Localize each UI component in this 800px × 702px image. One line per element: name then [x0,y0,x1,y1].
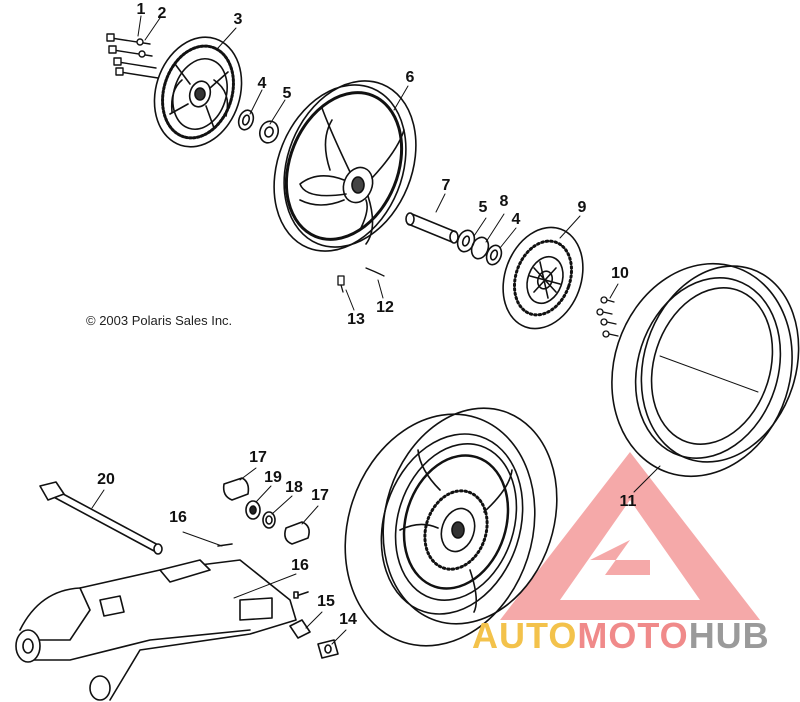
callout-11: 11 [619,493,637,510]
hub-bolts [106,33,159,79]
watermark-part-auto: AUTO [472,615,578,656]
callout-17a: 17 [249,449,267,466]
callout-4b: 4 [511,211,521,228]
callout-9: 9 [577,199,587,216]
copyright-notice: © 2003 Polaris Sales Inc. [86,313,233,328]
adjuster-parts [289,591,339,659]
bearing-upper [237,109,280,144]
pivot-bushings [217,477,310,547]
callout-17b: 17 [311,487,329,504]
callout-20: 20 [97,471,115,488]
callout-8: 8 [499,193,509,210]
axle-spacer [405,212,459,244]
bearing-lower [456,229,503,266]
callout-13: 13 [347,311,365,328]
valve-stem [337,267,385,293]
assembled-wheel [344,407,558,647]
callout-7: 7 [441,177,451,194]
callout-6: 6 [405,69,415,86]
callout-5b: 5 [478,199,488,216]
watermark-part-moto: MOTO [577,615,689,656]
callout-18: 18 [285,479,303,496]
watermark-brand: AUTOMOTOHUB [472,618,770,654]
callout-14: 14 [339,611,357,628]
callout-2: 2 [157,5,167,22]
drive-pulley [153,36,243,148]
callout-19: 19 [264,469,282,486]
rear-tire [611,262,800,478]
callout-12: 12 [376,299,394,316]
rear-wheel-rim [273,80,417,252]
callout-4a: 4 [257,75,267,92]
disc-bolts [596,296,619,338]
callout-16a: 16 [169,509,187,526]
brake-disc [502,226,584,330]
callout-15: 15 [317,593,335,610]
swingarm [15,559,297,701]
callout-16b: 16 [291,557,309,574]
watermark-part-hub: HUB [688,615,770,656]
callout-1: 1 [136,1,146,18]
callout-5a: 5 [282,85,292,102]
leader-lines [91,15,661,645]
pivot-shaft [39,481,163,555]
callout-10: 10 [611,265,629,282]
watermark-logo-icon [500,452,760,620]
callout-3: 3 [233,11,243,28]
